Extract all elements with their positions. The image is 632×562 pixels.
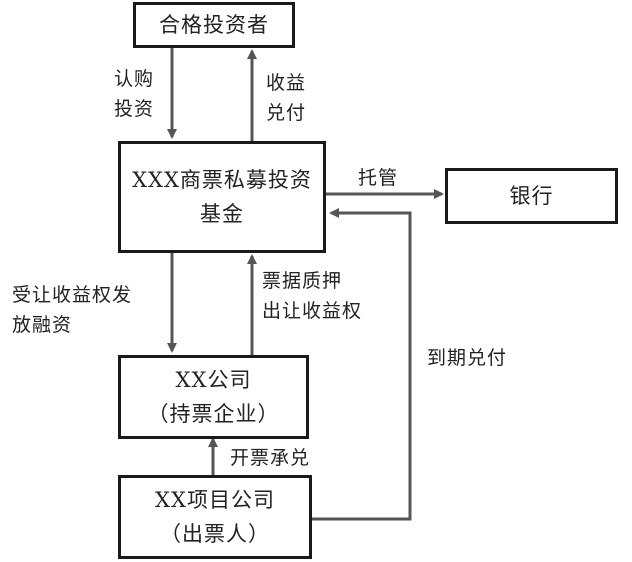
arrow-maturity: [312, 208, 412, 521]
node-fund-line2: 基金: [200, 202, 244, 226]
label-custody: 托管: [358, 163, 398, 193]
node-issuer-line1: XX项目公司: [155, 488, 275, 512]
node-investor-label: 合格投资者: [159, 13, 269, 37]
label-subscribe-line2: 投资: [114, 98, 155, 120]
label-payout-line1: 收益: [266, 72, 307, 94]
label-pledge: 票据质押 出让收益权: [262, 266, 362, 326]
label-maturity-text: 到期兑付: [427, 347, 508, 369]
label-financing-line2: 放融资: [12, 314, 73, 336]
node-issuer-line2: （出票人）: [160, 522, 270, 546]
node-bank: 银行: [445, 168, 618, 224]
node-fund: XXX商票私募投资 基金: [118, 141, 326, 253]
node-bank-label: 银行: [509, 184, 554, 208]
label-subscribe-line1: 认购: [114, 68, 155, 90]
label-pledge-line1: 票据质押: [262, 270, 343, 292]
label-maturity: 到期兑付: [427, 343, 507, 373]
label-financing-line1: 受让收益权发: [12, 284, 133, 306]
node-fund-line1: XXX商票私募投资: [132, 168, 312, 192]
label-subscribe: 认购 投资: [114, 64, 154, 124]
label-pledge-line2: 出让收益权: [262, 300, 363, 322]
label-issue: 开票承兑: [230, 443, 310, 473]
label-payout-line2: 兑付: [266, 102, 307, 124]
label-payout: 收益 兑付: [266, 68, 306, 128]
label-custody-text: 托管: [358, 167, 399, 189]
node-holder-line1: XX公司: [175, 368, 252, 392]
node-holder: XX公司 （持票企业）: [118, 355, 309, 439]
node-investor: 合格投资者: [133, 2, 295, 48]
label-financing: 受让收益权发 放融资: [12, 280, 132, 340]
node-issuer: XX项目公司 （出票人）: [118, 475, 312, 559]
label-issue-text: 开票承兑: [230, 447, 311, 469]
node-holder-line2: （持票企业）: [147, 402, 280, 426]
